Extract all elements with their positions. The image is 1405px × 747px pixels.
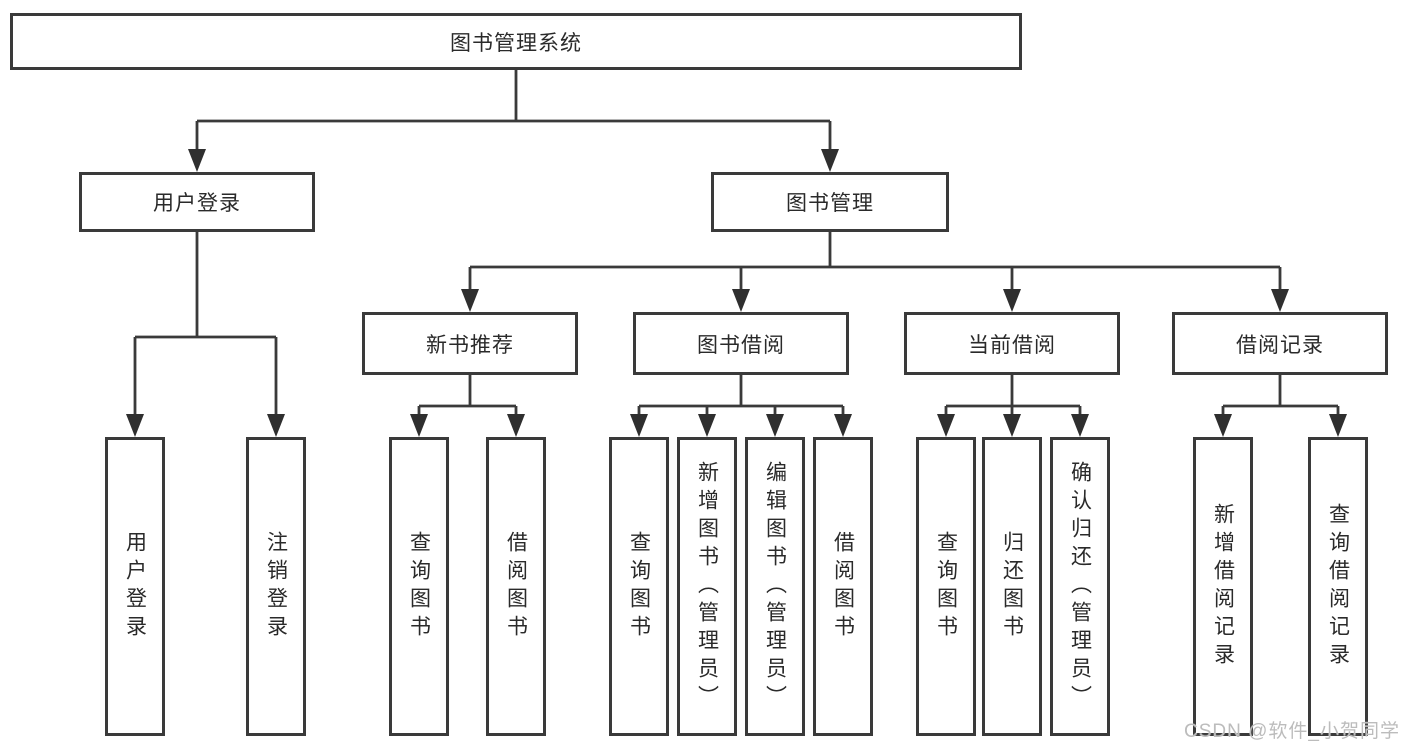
node-root-label: 图书管理系统 [450, 31, 582, 55]
node-user-login-label: 用户登录 [153, 192, 241, 215]
node-new-book-recommend-label: 新书推荐 [426, 333, 514, 357]
leaf-borrow-books-borrowing: 借阅图书 [813, 437, 873, 736]
leaf-add-borrow-record-label: 新增借阅记录 [1211, 502, 1235, 671]
leaf-query-books-recommend-label: 查询图书 [407, 530, 431, 643]
leaf-confirm-return-admin-label: 确认归还（管理员） [1068, 460, 1092, 713]
node-root: 图书管理系统 [10, 13, 1022, 70]
node-book-management: 图书管理 [711, 172, 949, 232]
leaf-query-books-recommend: 查询图书 [389, 437, 449, 736]
leaf-logout: 注销登录 [246, 437, 306, 736]
node-user-login: 用户登录 [79, 172, 315, 232]
leaf-query-borrow-record-label: 查询借阅记录 [1326, 502, 1350, 671]
leaf-return-books-label: 归还图书 [1000, 530, 1024, 643]
leaf-query-books-borrowing: 查询图书 [609, 437, 669, 736]
node-borrowing-records-label: 借阅记录 [1236, 333, 1324, 357]
leaf-query-books-current: 查询图书 [916, 437, 976, 736]
node-borrowing-records: 借阅记录 [1172, 312, 1388, 375]
leaf-borrow-books-borrowing-label: 借阅图书 [831, 530, 855, 643]
node-current-borrowing: 当前借阅 [904, 312, 1120, 375]
leaf-logout-label: 注销登录 [264, 530, 288, 643]
leaf-return-books: 归还图书 [982, 437, 1042, 736]
node-new-book-recommend: 新书推荐 [362, 312, 578, 375]
leaf-borrow-books-recommend: 借阅图书 [486, 437, 546, 736]
leaf-borrow-books-recommend-label: 借阅图书 [504, 530, 528, 643]
leaf-edit-book-admin-label: 编辑图书（管理员） [763, 460, 787, 713]
node-current-borrowing-label: 当前借阅 [968, 333, 1056, 357]
node-book-management-label: 图书管理 [786, 192, 874, 215]
leaf-edit-book-admin: 编辑图书（管理员） [745, 437, 805, 736]
leaf-confirm-return-admin: 确认归还（管理员） [1050, 437, 1110, 736]
csdn-watermark: CSDN @软件_小贺同学 [1184, 721, 1400, 742]
leaf-query-books-borrowing-label: 查询图书 [627, 530, 651, 643]
node-book-borrowing-label: 图书借阅 [697, 333, 785, 357]
leaf-user-login: 用户登录 [105, 437, 165, 736]
leaf-add-book-admin: 新增图书（管理员） [677, 437, 737, 736]
leaf-user-login-label: 用户登录 [123, 530, 147, 643]
leaf-query-borrow-record: 查询借阅记录 [1308, 437, 1368, 736]
leaf-add-book-admin-label: 新增图书（管理员） [695, 460, 719, 713]
node-book-borrowing: 图书借阅 [633, 312, 849, 375]
leaf-query-books-current-label: 查询图书 [934, 530, 958, 643]
leaf-add-borrow-record: 新增借阅记录 [1193, 437, 1253, 736]
